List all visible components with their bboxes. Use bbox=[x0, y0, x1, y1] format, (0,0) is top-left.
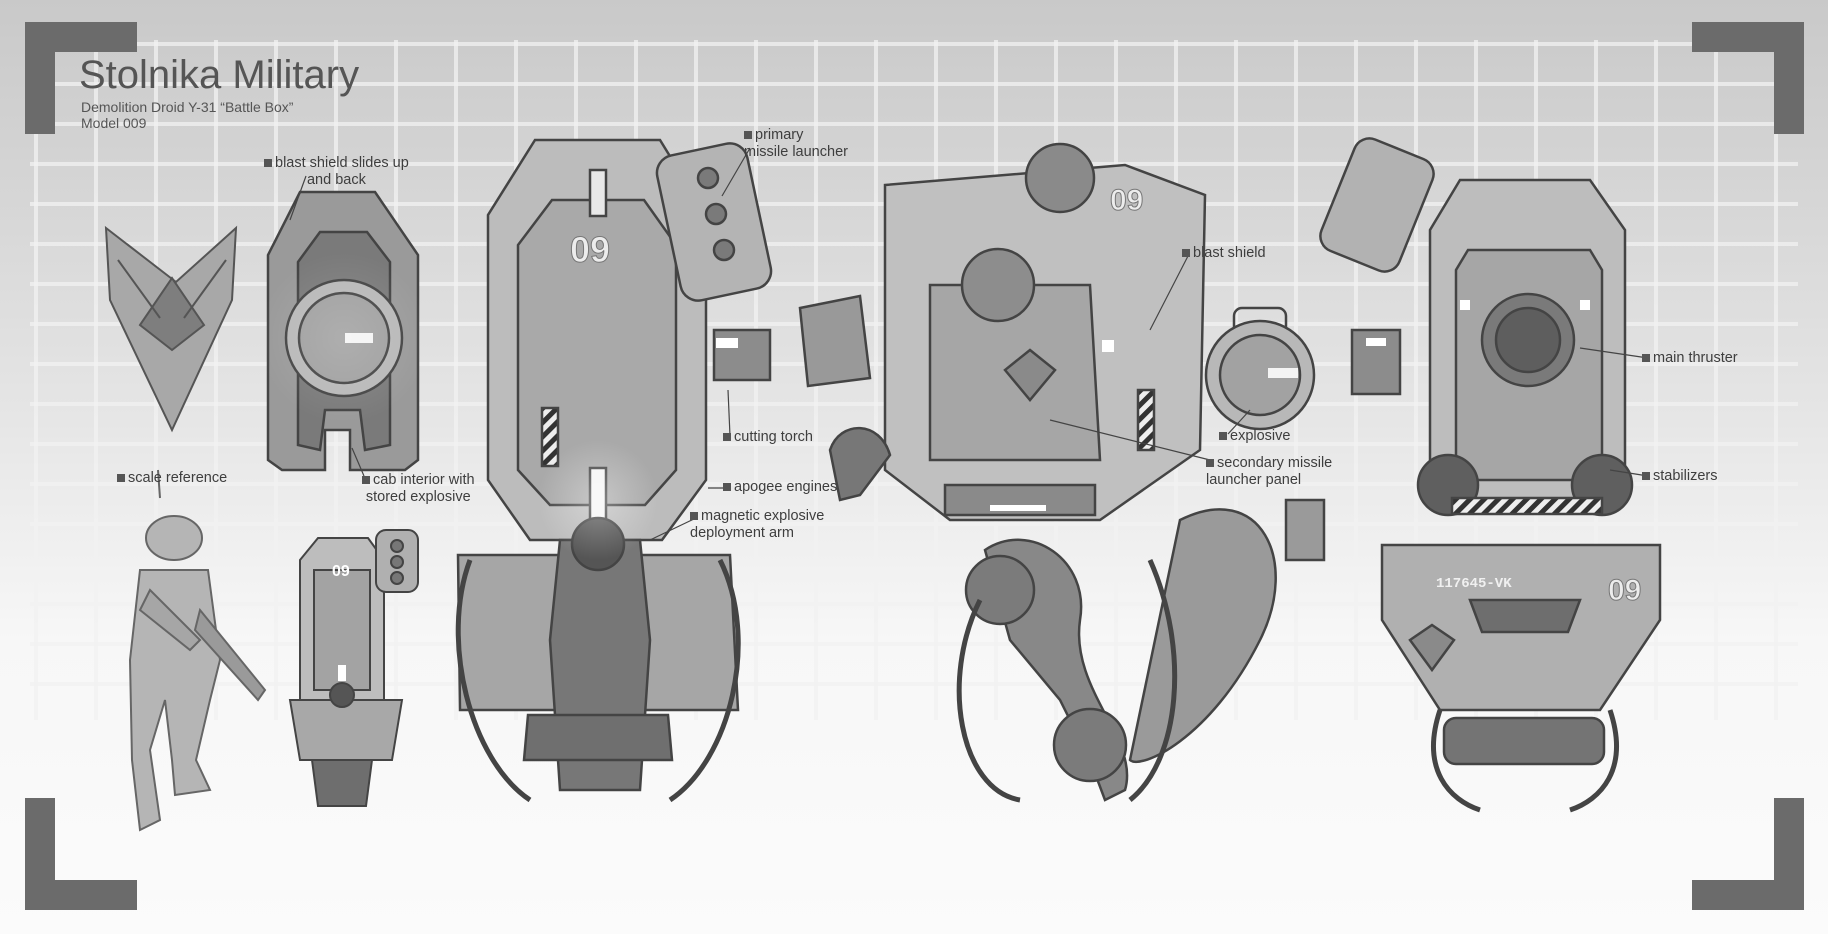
svg-text:09: 09 bbox=[1608, 574, 1641, 607]
svg-text:09: 09 bbox=[332, 563, 350, 580]
svg-text:09: 09 bbox=[1110, 184, 1143, 217]
callout-stabilizers: stabilizers bbox=[1642, 468, 1717, 485]
callout-blast-shield: blast shield bbox=[1182, 245, 1266, 262]
faction-emblem bbox=[104, 225, 238, 433]
frame-corner-top-right bbox=[1692, 22, 1804, 134]
callout-text: main thruster bbox=[1653, 350, 1738, 366]
callout-primary-missile-launcher: primary missile launcher bbox=[744, 127, 848, 161]
droid-side-view: 09 bbox=[798, 142, 1326, 803]
droid-front-view: 09 bbox=[455, 138, 773, 803]
callout-text: magnetic explosive deployment arm bbox=[690, 508, 825, 541]
callout-text: blast shield slides up and back bbox=[275, 155, 409, 188]
callout-text: cab interior with stored explosive bbox=[365, 472, 475, 505]
callout-cutting-torch: cutting torch bbox=[723, 429, 813, 446]
droid-back-view: 117645-VK 09 bbox=[1319, 137, 1662, 813]
frame-corner-bottom-right bbox=[1692, 798, 1804, 910]
scale-droid: 09 bbox=[288, 529, 419, 807]
callout-cab-interior: cab interior with stored explosive bbox=[362, 472, 475, 506]
scale-soldier bbox=[128, 469, 267, 832]
cab-top-view bbox=[258, 190, 430, 472]
callout-text: secondary missile launcher panel bbox=[1206, 455, 1333, 488]
frame-corner-top-left bbox=[25, 22, 137, 134]
callout-main-thruster: main thruster bbox=[1642, 350, 1738, 367]
callout-explosive: explosive bbox=[1219, 428, 1290, 445]
callout-text: apogee engines bbox=[734, 479, 838, 495]
sheet-title: Stolnika Military bbox=[79, 53, 360, 97]
callout-apogee-engines: apogee engines bbox=[723, 479, 837, 496]
frame-corner-bottom-left bbox=[25, 798, 137, 910]
callout-text: stabilizers bbox=[1653, 468, 1718, 484]
callout-blast-shield-slides: blast shield slides up and back bbox=[264, 155, 409, 189]
sheet-subtitle: Demolition Droid Y-31 “Battle Box” bbox=[81, 99, 294, 115]
callout-text: primary missile launcher bbox=[744, 127, 848, 160]
callout-scale-reference: scale reference bbox=[117, 470, 227, 487]
callout-magnetic-arm: magnetic explosive deployment arm bbox=[690, 508, 824, 542]
callout-text: scale reference bbox=[128, 470, 228, 486]
callout-secondary-missile: secondary missile launcher panel bbox=[1206, 455, 1332, 489]
svg-text:117645-VK: 117645-VK bbox=[1436, 576, 1512, 592]
model-number: Model 009 bbox=[81, 115, 147, 131]
explosive-charge bbox=[1204, 306, 1316, 431]
callout-text: blast shield bbox=[1193, 245, 1266, 261]
callout-text: explosive bbox=[1230, 428, 1291, 444]
svg-text:09: 09 bbox=[570, 229, 610, 270]
callout-text: cutting torch bbox=[734, 429, 813, 445]
